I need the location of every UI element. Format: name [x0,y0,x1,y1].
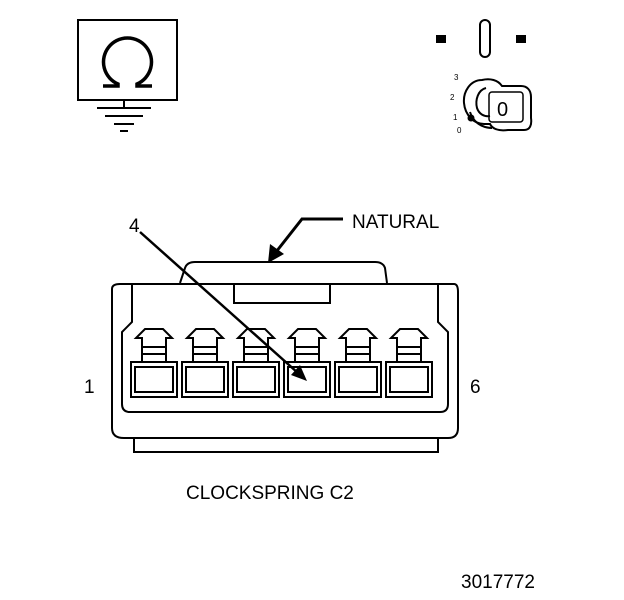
key-position-1: 1 [453,113,458,122]
connector-body [111,261,459,453]
connector-cavity-3 [232,328,280,398]
connector-cavity-6 [385,328,433,398]
ohmmeter-ground-icon [77,19,178,132]
natural-color-callout-arrow [268,217,343,263]
connector-cavity-1 [130,328,178,398]
connector-name-label: CLOCKSPRING C2 [186,483,354,504]
pin-4-callout-label: 4 [129,216,140,237]
pin-6-label: 6 [470,377,481,398]
connector-cavities [130,328,433,398]
ignition-key-off-icon: 3 2 1 0 0 [436,19,533,135]
connector-cavity-5 [334,328,382,398]
pin-1-label: 1 [84,377,95,398]
connector-color-label: NATURAL [352,212,439,233]
key-position-2: 2 [450,93,455,102]
key-position-3: 3 [454,73,459,82]
figure-id-label: 3017772 [461,572,535,593]
key-position-0: 0 [457,126,462,135]
key-label: 0 [497,99,508,121]
connector-cavity-2 [181,328,229,398]
pin-4-callout-arrow [139,231,307,381]
